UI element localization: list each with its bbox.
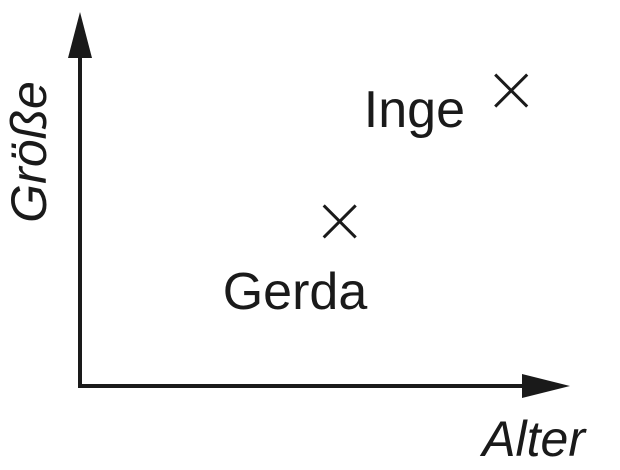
y-axis-label: Größe xyxy=(1,81,57,223)
x-mark-stroke-2 xyxy=(494,73,529,108)
point-label-inge: Inge xyxy=(364,81,465,139)
x-axis-arrowhead-icon xyxy=(522,374,570,398)
data-points: Inge Gerda xyxy=(223,73,529,321)
point-marker-x-icon xyxy=(494,73,529,108)
point-gerda: Gerda xyxy=(223,204,368,321)
y-axis-arrowhead-icon xyxy=(68,12,92,58)
point-marker-x-icon xyxy=(322,204,357,239)
point-label-gerda: Gerda xyxy=(223,263,368,321)
point-inge: Inge xyxy=(364,73,529,139)
x-mark-stroke-2 xyxy=(322,204,357,239)
x-axis-label: Alter xyxy=(479,411,587,467)
